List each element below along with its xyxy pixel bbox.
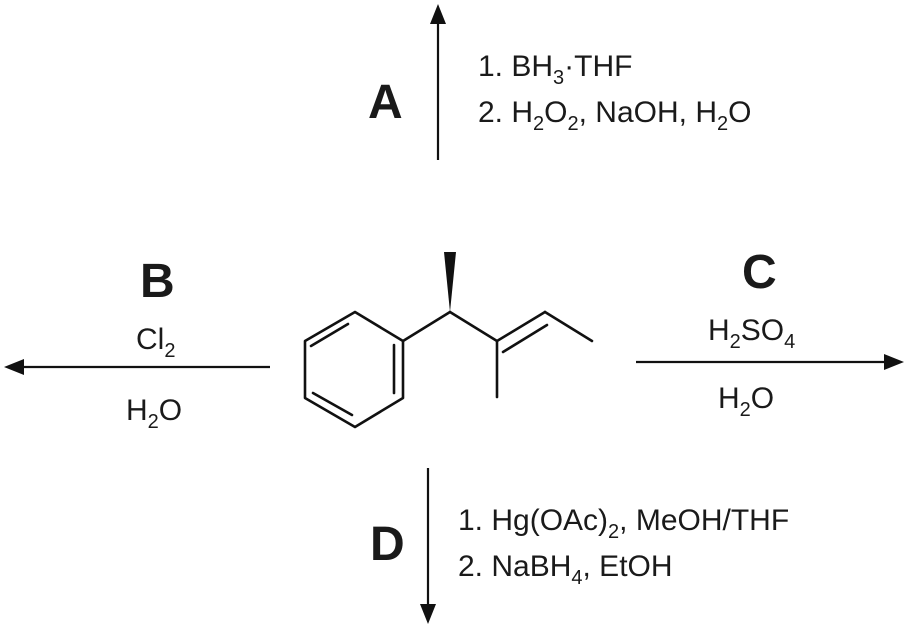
arrow-b [4,359,270,375]
reaction-d-step2: 2. NaBH4, EtOH [458,550,673,589]
reaction-c-reagent-bottom: H2O [718,382,774,421]
reaction-b-reagent-bottom: H2O [126,394,182,433]
arrow-c [636,354,904,370]
reaction-d-label: D [370,518,405,571]
reaction-c-label: C [742,246,777,299]
reaction-c-reagent-top: H2SO4 [708,314,795,353]
wedge-bond-methyl [444,252,456,312]
benzene-ring [303,310,405,429]
molecule-structure [303,252,594,429]
alkene-double-bond-inner [501,323,549,354]
reaction-d-step1: 1. Hg(OAc)2, MeOH/THF [458,504,789,543]
reaction-b-reagent-top: Cl2 [136,323,175,362]
aromatic-double-bond [309,322,350,348]
reaction-a-label: A [368,76,403,129]
reaction-a-step1: 1. BH3·THF [478,50,632,89]
bond-stereocenter-to-alkene [448,310,499,343]
alkene-double-bond [495,310,547,343]
bond-ring-to-stereocenter [401,310,452,343]
arrow-a [430,4,446,160]
reaction-a-step2: 2. H2O2, NaOH, H2O [478,96,751,135]
aromatic-double-bond [311,391,354,417]
reaction-b-label: B [140,255,175,308]
arrow-d [420,468,436,624]
bond-terminal-methyl [543,310,594,343]
